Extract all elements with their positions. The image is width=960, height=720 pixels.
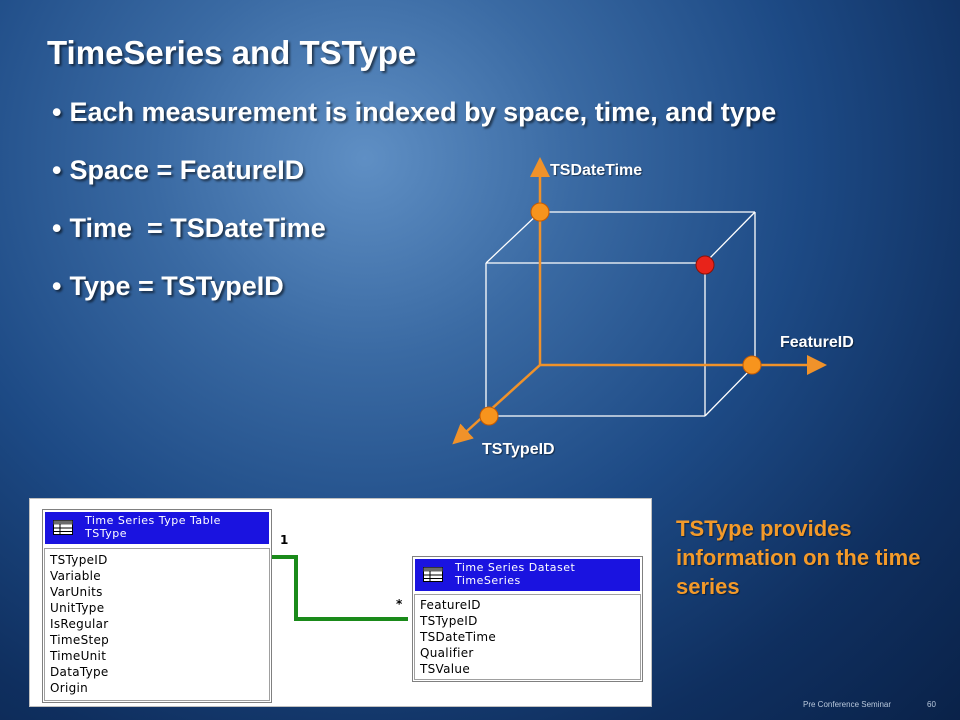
field-item: DataType [50,665,109,679]
field-item: TSDateTime [420,630,496,644]
point-type [479,406,499,426]
tstype-table-name: TSType [85,527,127,540]
tstype-table[interactable]: Time Series Type Table TSType TSTypeID V… [42,509,272,703]
tstype-field-list: TSTypeID Variable VarUnits UnitType IsRe… [44,548,270,701]
footer-page-number: 60 [927,700,936,709]
relationship-connector [270,555,408,621]
schema-diagram: 1 * Time Series Type Table TSType TSType… [29,498,652,707]
bullet-item: •Each measurement is indexed by space, t… [52,97,776,155]
field-item: VarUnits [50,585,103,599]
axis-label-tstypeid: TSTypeID [482,441,555,458]
bullet-text: Each measurement is indexed by space, ti… [69,97,777,127]
cube-edges [485,211,756,417]
bullet-item: •Type = TSTypeID [52,271,776,329]
bullet-dot-icon: • [52,271,62,301]
timeseries-table-name: TimeSeries [455,574,521,587]
point-feature [742,355,762,375]
bullet-text: Time = TSDateTime [69,213,326,243]
field-item: FeatureID [420,598,481,612]
relationship-one-label: 1 [280,533,289,547]
timeseries-field-list: FeatureID TSTypeID TSDateTime Qualifier … [414,594,641,680]
point-highlight [695,255,715,275]
field-item: Variable [50,569,101,583]
axis-depth [452,364,541,445]
slide-title: TimeSeries and TSType [47,34,417,71]
field-item: TimeUnit [50,649,107,663]
bullet-item: •Time = TSDateTime [52,213,776,271]
bullet-dot-icon: • [52,97,62,127]
tstype-table-header: Time Series Type Table TSType [45,512,269,544]
axis-label-tsdatetime: TSDateTime [550,162,643,179]
cube-axes [452,157,827,445]
footer-seminar: Pre Conference Seminar [803,700,892,709]
axis-label-featureid: FeatureID [780,334,854,351]
bullet-text: Type = TSTypeID [69,271,284,301]
timeseries-table-header: Time Series Dataset TimeSeries [415,559,640,591]
tstype-table-title: Time Series Type Table [85,514,221,527]
field-item: Qualifier [420,646,474,660]
field-item: TimeStep [50,633,110,647]
timeseries-table[interactable]: Time Series Dataset TimeSeries FeatureID… [412,556,643,682]
field-item: TSValue [420,662,471,676]
field-item: UnitType [50,601,105,615]
field-item: Origin [50,681,89,695]
tstype-callout: TSType provides information on the time … [676,516,921,599]
field-item: IsRegular [50,617,109,631]
field-item: TSTypeID [50,553,108,567]
bullet-dot-icon: • [52,155,62,185]
table-icon [53,520,73,535]
timeseries-table-title: Time Series Dataset [455,561,576,574]
bullet-list: •Each measurement is indexed by space, t… [52,97,776,329]
bullet-text: Space = FeatureID [69,155,305,185]
field-item: TSTypeID [420,614,478,628]
table-icon [423,567,443,582]
point-datetime [530,202,550,222]
relationship-many-label: * [396,597,403,611]
bullet-dot-icon: • [52,213,62,243]
bullet-item: •Space = FeatureID [52,155,776,213]
